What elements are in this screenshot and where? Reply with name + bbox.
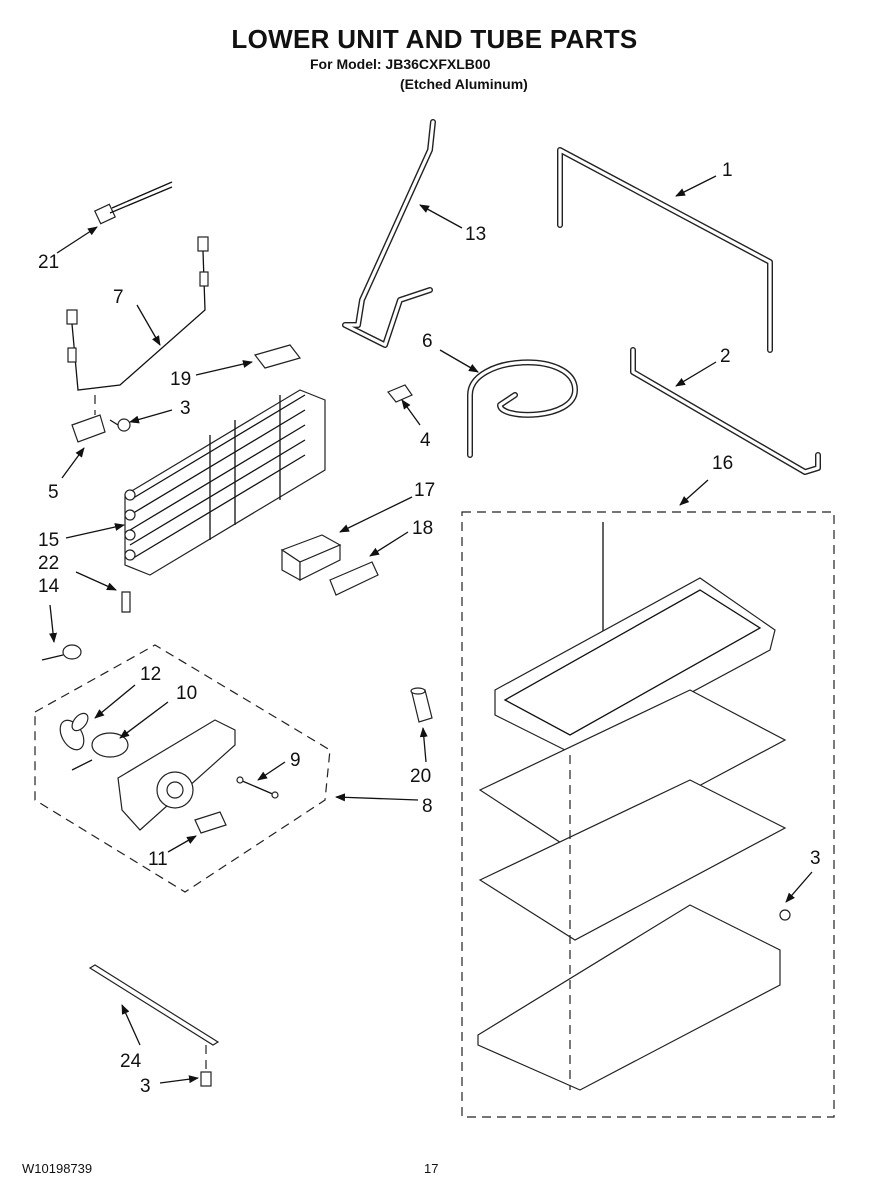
part-22-clip [121,591,131,613]
part-10-motor [71,732,129,771]
callout-4: 4 [420,430,431,451]
callout-22: 22 [38,553,59,574]
document-number: W10198739 [22,1161,93,1176]
callout-7: 7 [113,287,124,308]
part-20-tube [410,687,433,723]
fan-shroud [117,719,236,831]
callout-9: 9 [290,750,301,771]
callout-3a: 3 [180,398,191,419]
callout-14: 14 [38,576,60,597]
part-7-wire-harness [66,236,209,391]
part-6-tube [467,359,578,458]
part-16-enclosure [461,511,835,1118]
callout-20: 20 [410,766,431,787]
part-8-enclosure [34,644,331,893]
part-16-drawer-assembly [477,522,791,1091]
callout-17: 17 [414,480,435,501]
page-number: 17 [424,1161,439,1176]
part-21-terminal [93,181,173,225]
callout-5: 5 [48,482,59,503]
callout-18: 18 [412,518,433,539]
part-13-tube [342,119,436,348]
callout-13: 13 [465,224,486,245]
callout-3c: 3 [140,1076,151,1097]
callout-15: 15 [38,530,59,551]
model-line: For Model: JB36CXFXLB00 [310,56,491,72]
part-15-evaporator [124,389,326,576]
callout-2: 2 [720,346,731,367]
part-1-tube [557,147,773,353]
part-2-tube [630,347,821,475]
part-19-pad [253,344,302,369]
part-14-sensor [41,644,82,661]
callout-12: 12 [140,664,161,685]
page-title: LOWER UNIT AND TUBE PARTS [231,24,638,54]
callout-16: 16 [712,453,733,474]
part-3-screw-a [109,418,131,432]
callout-10: 10 [176,683,197,704]
callout-8: 8 [422,796,433,817]
part-18-plate [329,561,379,596]
part-12-fan-blade [59,712,89,751]
callout-21: 21 [38,252,59,273]
part-4-clip [387,384,413,403]
callout-1: 1 [722,160,733,181]
callout-11: 11 [148,849,168,870]
leader-lines [49,175,813,1084]
part-5-bracket [71,395,106,443]
part-9-link [236,776,279,799]
part-11-bracket [194,811,227,834]
part-3-screw-c [200,1045,212,1087]
callout-19: 19 [170,369,191,390]
part-24-strip [88,964,220,1046]
callout-6: 6 [422,331,433,352]
part-17-bracket [280,534,342,582]
callout-24: 24 [120,1051,142,1072]
finish-line: (Etched Aluminum) [400,76,528,92]
callout-3b: 3 [810,848,821,869]
